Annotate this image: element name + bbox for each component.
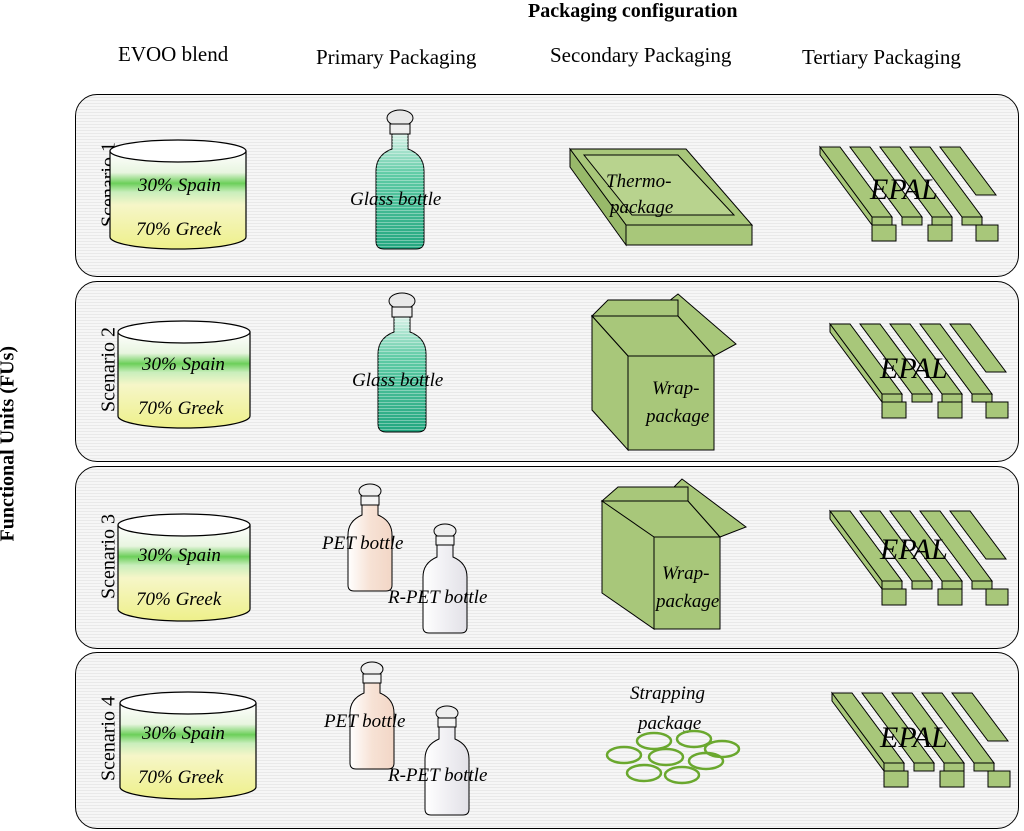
- epal-pallet-icon: [829, 322, 1009, 419]
- epal-pallet-icon: [829, 509, 1009, 606]
- y-axis-label: Functional Units (FUs): [0, 345, 19, 542]
- blend-spain-label: 30% Spain: [138, 175, 221, 196]
- column-header-primary: Primary Packaging: [316, 45, 477, 69]
- blend-spain-label: 30% Spain: [142, 723, 225, 744]
- oil-tank-icon: [117, 513, 251, 622]
- blend-greek-label: 70% Greek: [136, 219, 222, 240]
- epal-pallet-icon: [831, 691, 1011, 788]
- secondary-label-line2: package: [656, 591, 720, 612]
- blend-greek-label: 70% Greek: [136, 589, 222, 610]
- rpet-bottle-icon: [422, 523, 468, 634]
- blend-spain-label: 30% Spain: [138, 545, 221, 566]
- oil-tank-icon: [119, 691, 257, 800]
- secondary-label-line1: Wrap-: [652, 378, 700, 399]
- glass-bottle-icon: [377, 292, 427, 433]
- secondary-label-line2: package: [646, 406, 710, 427]
- primary-label-rpet: R-PET bottle: [388, 765, 488, 786]
- primary-label: Glass bottle: [350, 189, 442, 210]
- blend-greek-label: 70% Greek: [138, 767, 224, 788]
- primary-label: Glass bottle: [352, 370, 444, 391]
- secondary-label-line1: Strapping: [630, 683, 705, 704]
- tertiary-label: EPAL: [880, 533, 948, 566]
- secondary-label-line2: package: [610, 197, 674, 218]
- diagram-title: Packaging configuration: [528, 0, 738, 22]
- scenario-panel-4: Scenario 4 30% Spain 70% Greek PET bottl…: [75, 652, 1019, 829]
- scenario-panel-2: Scenario 2 30% Spain 70% Greek Glass bot…: [75, 281, 1019, 462]
- thermo-tray-icon: [569, 147, 754, 247]
- column-header-evoo: EVOO blend: [118, 42, 229, 66]
- strapping-rings-icon: [605, 729, 741, 785]
- tertiary-label: EPAL: [880, 721, 948, 754]
- rpet-bottle-icon: [424, 705, 470, 816]
- tertiary-label: EPAL: [880, 352, 948, 385]
- secondary-label-line1: Thermo-: [606, 171, 672, 192]
- oil-tank-icon: [117, 320, 251, 429]
- primary-label-pet: PET bottle: [322, 533, 404, 554]
- primary-label-rpet: R-PET bottle: [388, 587, 488, 608]
- secondary-label-line2: package: [638, 713, 702, 734]
- wrap-box-icon: [600, 478, 748, 630]
- secondary-label-line1: Wrap-: [662, 563, 710, 584]
- oil-tank-icon: [109, 139, 247, 250]
- wrap-box-icon: [590, 293, 737, 452]
- blend-spain-label: 30% Spain: [142, 354, 225, 375]
- scenario-panel-1: Scenario 1 30% Spain 70% Greek Glass bot…: [75, 94, 1019, 277]
- scenario-panel-3: Scenario 3 30% Spain 70% Greek PET bottl…: [75, 466, 1019, 649]
- epal-pallet-icon: [819, 145, 999, 242]
- column-header-tertiary: Tertiary Packaging: [802, 45, 961, 69]
- pet-bottle-icon: [349, 661, 395, 770]
- pet-bottle-icon: [347, 483, 393, 592]
- tertiary-label: EPAL: [870, 173, 938, 206]
- glass-bottle-icon: [375, 109, 425, 250]
- primary-label-pet: PET bottle: [324, 711, 406, 732]
- column-header-secondary: Secondary Packaging: [550, 43, 732, 67]
- blend-greek-label: 70% Greek: [138, 398, 224, 419]
